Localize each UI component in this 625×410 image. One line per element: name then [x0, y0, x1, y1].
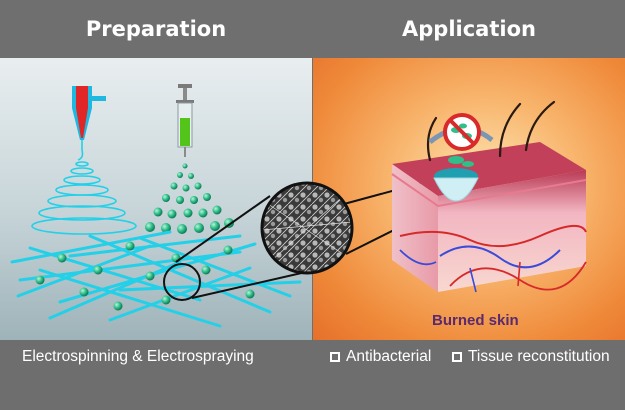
nanofiber-mat	[10, 230, 302, 328]
fiber-beads	[35, 241, 255, 311]
caption-electrospinning: Electrospinning & Electrospraying	[22, 348, 254, 365]
preparation-panel	[0, 58, 312, 340]
skin-block	[391, 142, 587, 293]
caption-bar	[0, 340, 625, 410]
electrospinning-nozzle-icon	[72, 86, 106, 140]
sem-magnified-view	[260, 181, 354, 275]
header-preparation: Preparation	[85, 17, 227, 41]
syringe-icon	[176, 84, 194, 157]
caption-antibacterial-label: Antibacterial	[346, 348, 432, 365]
hair-icon	[426, 100, 556, 162]
fiber-jet-spiral	[31, 140, 137, 235]
checkbox-square-icon	[452, 352, 462, 362]
caption-tissue: Tissue reconstitution	[452, 348, 610, 366]
burned-skin-label: Burned skin	[432, 312, 519, 329]
header-application: Application	[402, 17, 536, 41]
electrospray-particles	[145, 163, 234, 234]
caption-tissue-label: Tissue reconstitution	[468, 348, 610, 365]
checkbox-square-icon	[330, 352, 340, 362]
caption-antibacterial: Antibacterial	[330, 348, 431, 366]
no-bacteria-icon	[428, 113, 494, 167]
